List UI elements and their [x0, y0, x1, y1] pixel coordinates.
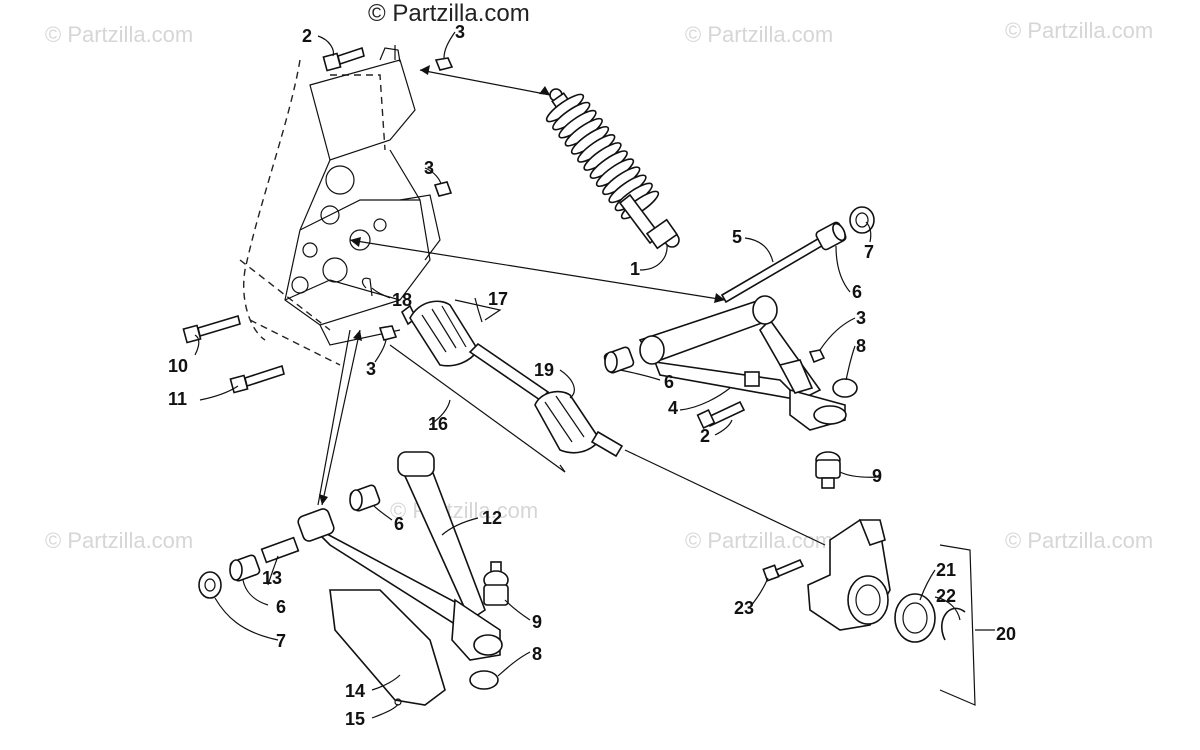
- bolt-knuckle: [762, 558, 805, 582]
- callout-6: 6: [276, 597, 286, 617]
- bushing-upper-right: [815, 221, 847, 251]
- callout-2: 2: [700, 426, 710, 446]
- callout-15: 15: [345, 709, 365, 729]
- callout-6: 6: [394, 514, 404, 534]
- upper-a-arm: [638, 295, 847, 431]
- bolt-10: [182, 314, 241, 344]
- steering-knuckle: [807, 519, 891, 631]
- callout-9: 9: [532, 612, 542, 632]
- shock-absorber: [545, 88, 680, 250]
- callout-16: 16: [428, 414, 448, 434]
- callout-8: 8: [856, 336, 866, 356]
- callout-5: 5: [732, 227, 742, 247]
- callout-6: 6: [852, 282, 862, 302]
- ball-joint-lower: [483, 561, 509, 606]
- watermark: © Partzilla.com: [1005, 528, 1154, 553]
- watermark: © Partzilla.com: [45, 528, 194, 553]
- frame-assembly: [239, 45, 441, 366]
- callout-labels: 2 3 3 1 5 7 6 3 8 6 4 2 9 10 11 3 18 17 …: [168, 22, 1016, 729]
- lower-a-arm: [297, 451, 503, 661]
- callout-12: 12: [482, 508, 502, 528]
- retaining-ring-upper: [832, 378, 858, 398]
- bushing-lower-upper: [349, 484, 381, 512]
- bolt-11: [229, 364, 285, 394]
- cotter-pin: [361, 277, 373, 297]
- callout-3: 3: [856, 308, 866, 328]
- callout-3: 3: [424, 158, 434, 178]
- callout-3: 3: [366, 359, 376, 379]
- nut-frame: [433, 181, 453, 197]
- callout-4: 4: [668, 398, 678, 418]
- bolt-upper-arm: [696, 400, 746, 429]
- callout-7: 7: [864, 242, 874, 262]
- watermark: © Partzilla.com: [1005, 18, 1154, 43]
- bushing-upper-left: [603, 346, 635, 374]
- drive-axle: [400, 300, 624, 458]
- bearing: [894, 593, 936, 643]
- callout-22: 22: [936, 586, 956, 606]
- pivot-shaft-lower: [260, 536, 300, 564]
- callout-7: 7: [276, 631, 286, 651]
- assembly-arrows: [317, 65, 826, 546]
- seal-upper-right: [849, 206, 875, 234]
- callout-3: 3: [455, 22, 465, 42]
- watermark: © Partzilla.com: [685, 528, 834, 553]
- callout-1: 1: [630, 259, 640, 279]
- callout-8: 8: [532, 644, 542, 664]
- callout-10: 10: [168, 356, 188, 376]
- callout-19: 19: [534, 360, 554, 380]
- bolt-top: [322, 46, 365, 72]
- retaining-ring-lower: [469, 670, 499, 690]
- callout-6: 6: [664, 372, 674, 392]
- nut-top: [434, 57, 454, 71]
- callout-13: 13: [262, 568, 282, 588]
- callout-14: 14: [345, 681, 365, 701]
- nut-upper-arm: [808, 349, 826, 364]
- group-brackets: [389, 299, 976, 706]
- leader-lines: [194, 31, 995, 719]
- watermark: © Partzilla.com: [45, 22, 194, 47]
- callout-17: 17: [488, 289, 508, 309]
- callout-9: 9: [872, 466, 882, 486]
- watermark: © Partzilla.com: [685, 22, 834, 47]
- callout-20: 20: [996, 624, 1016, 644]
- watermark: © Partzilla.com: [390, 498, 539, 523]
- bushing-lower: [229, 554, 261, 582]
- callout-23: 23: [734, 598, 754, 618]
- ball-joint-upper: [815, 451, 841, 489]
- watermark-main: © Partzilla.com: [368, 0, 530, 27]
- seal-lower: [198, 571, 222, 599]
- callout-21: 21: [936, 560, 956, 580]
- snap-ring: [940, 607, 966, 641]
- callout-18: 18: [392, 290, 412, 310]
- nut-lower-left: [378, 325, 398, 341]
- callout-2: 2: [302, 26, 312, 46]
- callout-11: 11: [168, 389, 187, 409]
